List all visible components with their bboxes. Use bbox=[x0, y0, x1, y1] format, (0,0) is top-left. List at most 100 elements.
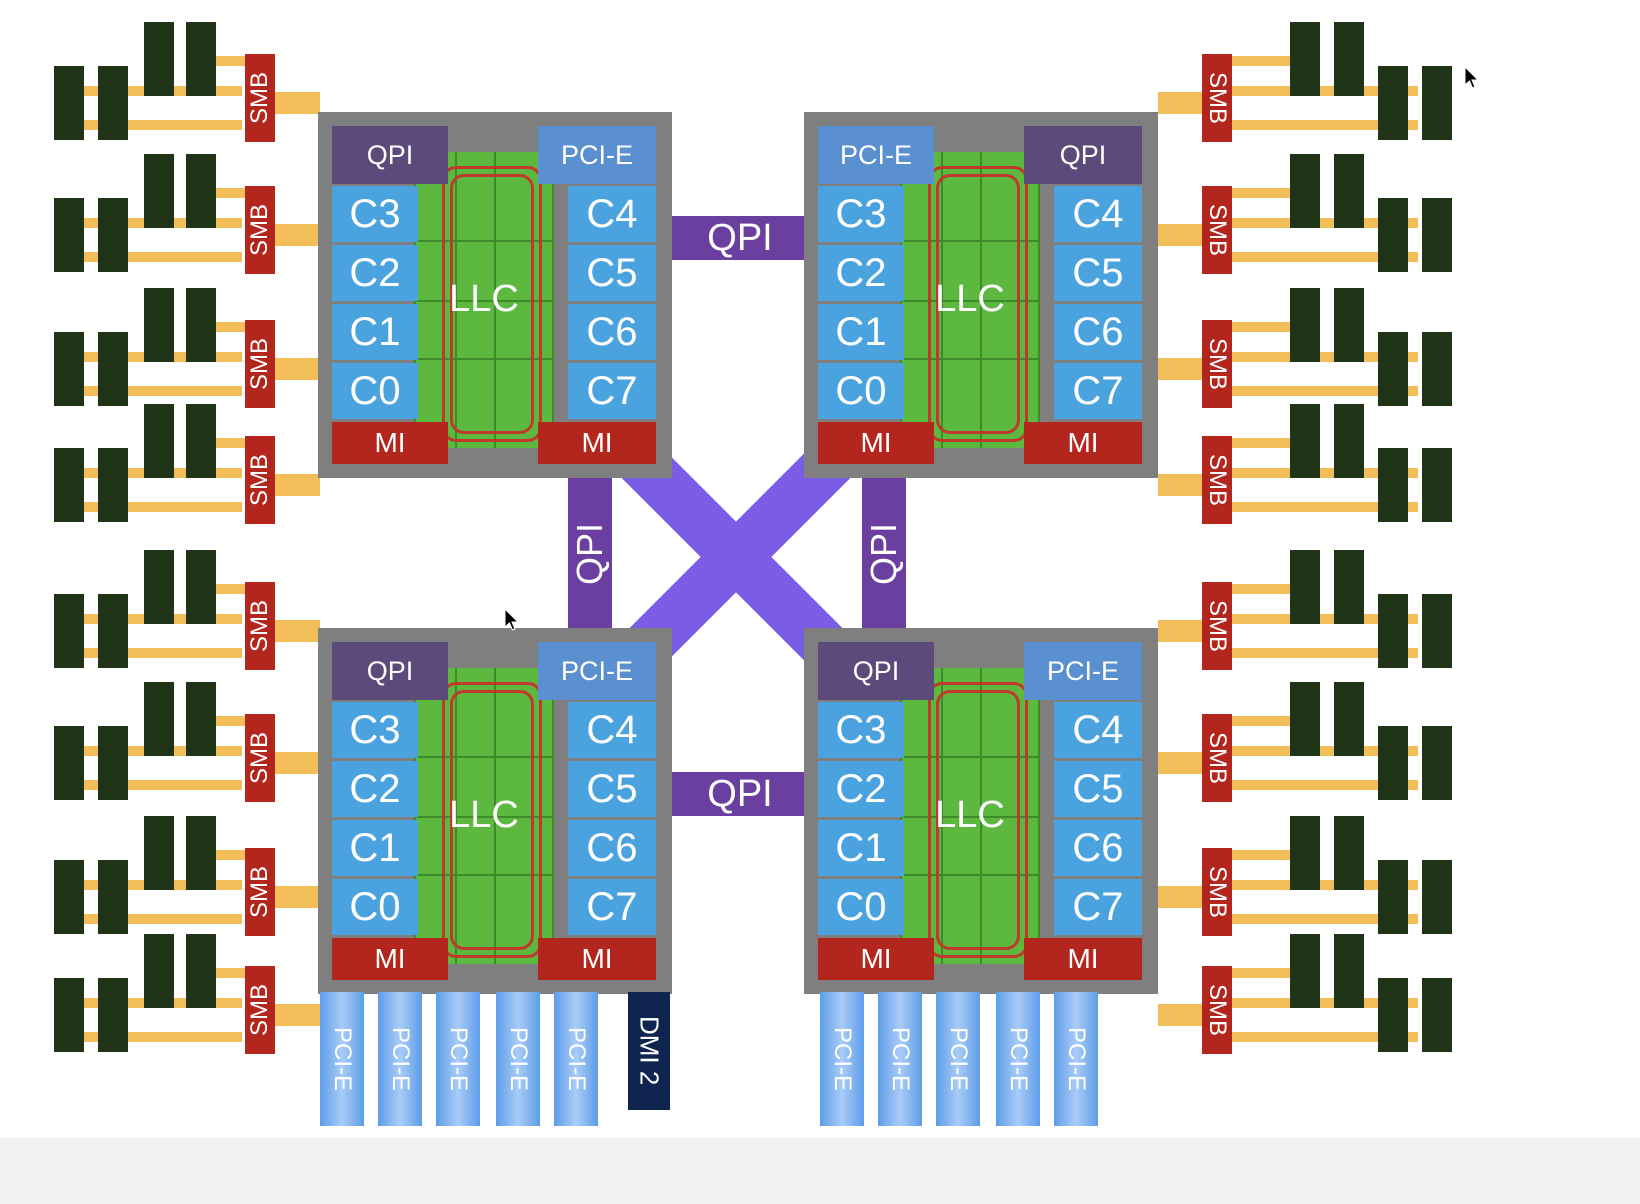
dimm-module bbox=[54, 594, 84, 668]
dimm-module bbox=[1334, 550, 1364, 624]
dimm-module bbox=[1290, 22, 1320, 96]
dimm-module bbox=[98, 978, 128, 1052]
smb-chip: SMB bbox=[245, 966, 275, 1054]
dimm-module bbox=[144, 22, 174, 96]
pcie-slot-label: PCI-E bbox=[445, 1026, 472, 1091]
memory-trace bbox=[1158, 886, 1204, 908]
memory-trace bbox=[214, 438, 246, 448]
memory-trace bbox=[272, 620, 320, 642]
smb-label: SMB bbox=[1204, 731, 1231, 784]
pcie-slot-label: PCI-E bbox=[563, 1026, 590, 1091]
cpu-core: C5 bbox=[1054, 761, 1142, 817]
dimm-module bbox=[1378, 332, 1408, 406]
dimm-module bbox=[54, 978, 84, 1052]
memory-interface: MI bbox=[818, 422, 934, 464]
smb-label: SMB bbox=[246, 600, 273, 653]
dimm-module bbox=[98, 860, 128, 934]
memory-trace bbox=[214, 716, 246, 726]
llc-grid-line bbox=[414, 300, 554, 302]
cpu-core: C3 bbox=[818, 186, 904, 242]
memory-trace bbox=[1228, 252, 1418, 262]
smb-label: SMB bbox=[246, 338, 273, 391]
memory-trace bbox=[1228, 998, 1418, 1008]
qpi-link-left: QPI bbox=[568, 478, 612, 630]
dimm-module bbox=[186, 404, 216, 478]
qpi-link-top: QPI bbox=[672, 216, 808, 260]
cpu-core: C7 bbox=[1054, 363, 1142, 419]
llc-grid-line bbox=[900, 816, 1040, 818]
smb-chip: SMB bbox=[1202, 848, 1232, 936]
cpu-core: C4 bbox=[1054, 702, 1142, 758]
memory-trace bbox=[214, 322, 246, 332]
smb-label: SMB bbox=[1204, 865, 1231, 918]
memory-trace bbox=[1158, 474, 1204, 496]
dimm-module bbox=[144, 816, 174, 890]
pcie-port: PCI-E bbox=[538, 642, 656, 700]
qpi-port: QPI bbox=[332, 126, 448, 184]
dimm-module bbox=[1334, 682, 1364, 756]
smb-label: SMB bbox=[1204, 337, 1231, 390]
llc-ring-bus bbox=[442, 166, 542, 442]
dimm-module bbox=[1290, 404, 1320, 478]
dimm-module bbox=[1378, 594, 1408, 668]
llc-grid-line bbox=[900, 300, 1040, 302]
smb-chip: SMB bbox=[1202, 436, 1232, 524]
memory-trace bbox=[1228, 914, 1418, 924]
memory-trace bbox=[1228, 386, 1418, 396]
llc-ring-bus bbox=[450, 690, 534, 950]
memory-trace bbox=[1158, 1004, 1204, 1026]
dimm-module bbox=[1334, 22, 1364, 96]
dimm-module bbox=[186, 816, 216, 890]
memory-trace bbox=[1158, 358, 1204, 380]
memory-trace bbox=[272, 358, 320, 380]
pcie-slot: PCI-E bbox=[878, 992, 922, 1126]
cpu-core: C2 bbox=[332, 245, 418, 301]
memory-trace bbox=[1230, 438, 1310, 448]
mouse-cursor-icon bbox=[504, 608, 520, 631]
memory-trace bbox=[1228, 780, 1418, 790]
bottom-strip bbox=[0, 1138, 1640, 1204]
cpu-core: C1 bbox=[332, 304, 418, 360]
cpu-core: C3 bbox=[818, 702, 904, 758]
dimm-module bbox=[1290, 682, 1320, 756]
smb-label: SMB bbox=[1204, 453, 1231, 506]
memory-trace bbox=[214, 850, 246, 860]
memory-trace bbox=[82, 502, 242, 512]
cpu-core: C6 bbox=[1054, 820, 1142, 876]
cpu-core: C6 bbox=[1054, 304, 1142, 360]
pcie-slot: PCI-E bbox=[436, 992, 480, 1126]
dimm-module bbox=[98, 198, 128, 272]
smb-chip: SMB bbox=[245, 186, 275, 274]
cpu-core: C0 bbox=[332, 363, 418, 419]
pcie-slot: PCI-E bbox=[936, 992, 980, 1126]
dimm-module bbox=[186, 550, 216, 624]
memory-trace bbox=[272, 752, 320, 774]
llc-grid-line bbox=[900, 240, 1040, 242]
llc-ring-bus bbox=[936, 690, 1020, 950]
dimm-module bbox=[1422, 860, 1452, 934]
qpi-link-right-label: QPI bbox=[863, 522, 904, 585]
memory-trace bbox=[1158, 92, 1204, 114]
cpu-core: C7 bbox=[568, 363, 656, 419]
dimm-module bbox=[1290, 934, 1320, 1008]
dimm-module bbox=[1422, 332, 1452, 406]
memory-trace bbox=[214, 56, 246, 66]
memory-trace bbox=[1230, 188, 1310, 198]
cpu-core: C1 bbox=[332, 820, 418, 876]
cpu-core: C7 bbox=[1054, 879, 1142, 935]
pcie-slot: PCI-E bbox=[554, 992, 598, 1126]
dimm-module bbox=[1378, 978, 1408, 1052]
qpi-link-bottom: QPI bbox=[672, 772, 808, 816]
dimm-module bbox=[98, 332, 128, 406]
memory-trace bbox=[82, 780, 242, 790]
dimm-module bbox=[1334, 816, 1364, 890]
dimm-module bbox=[1334, 934, 1364, 1008]
llc-grid-line bbox=[900, 358, 1040, 360]
llc-label: LLC bbox=[449, 278, 519, 320]
memory-trace bbox=[82, 648, 242, 658]
llc-grid-line bbox=[414, 756, 554, 758]
dimm-module bbox=[144, 154, 174, 228]
